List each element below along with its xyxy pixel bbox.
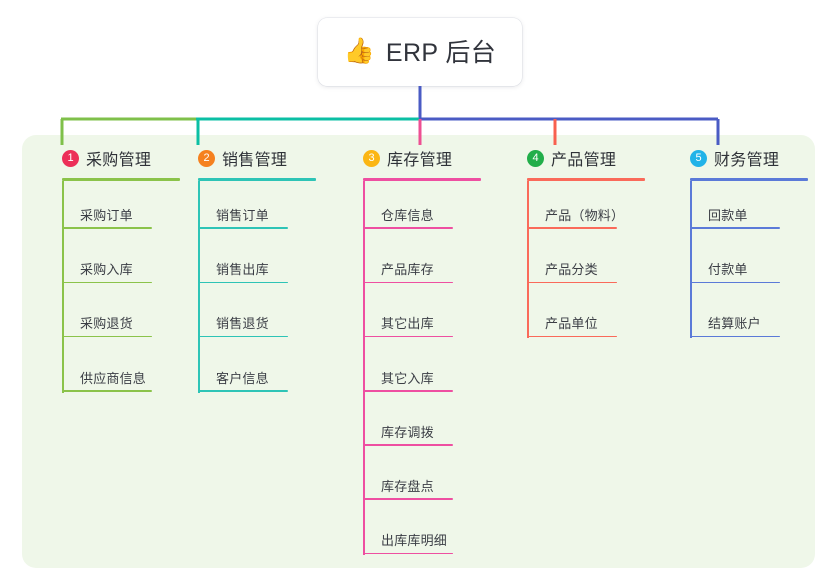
column-title: 产品管理 — [551, 152, 617, 169]
leaf-underline — [690, 335, 780, 338]
leaf-underline — [690, 281, 780, 284]
number-badge-icon: 4 — [527, 149, 544, 167]
column-库存管理: 3 库存管理仓库信息产品库存其它出库其它入库库存调拨库存盘点出库库明细 — [363, 146, 481, 556]
leaf-underline — [363, 444, 453, 446]
leaf-underline — [527, 281, 617, 284]
leaf-label: 结算账户 — [708, 316, 761, 332]
root-node[interactable]: 👍 ERP 后台 — [318, 18, 522, 86]
leaf-label: 其它出库 — [381, 316, 434, 332]
root-node-content: 👍 ERP 后台 — [344, 33, 496, 69]
column-header-underline — [62, 178, 180, 181]
leaf-label: 采购订单 — [80, 208, 133, 223]
number-badge-icon: 1 — [62, 149, 79, 167]
column-财务管理: 5 财务管理回款单付款单结算账户 — [690, 146, 808, 339]
leaf-label: 回款单 — [708, 208, 748, 223]
leaf-label: 供应商信息 — [80, 370, 147, 386]
leaf-underline — [690, 227, 780, 229]
leaf-underline — [363, 498, 453, 500]
leaf-underline — [62, 281, 152, 284]
column-title: 库存管理 — [387, 152, 453, 169]
column-spine — [198, 181, 200, 393]
leaf-label: 采购入库 — [80, 262, 133, 278]
thumbs-up-icon: 👍 — [343, 36, 375, 65]
leaf-label: 其它入库 — [381, 370, 434, 386]
leaf-underline — [198, 227, 288, 229]
leaf-underline — [363, 335, 453, 338]
column-header-4[interactable]: 4 产品管理 — [527, 146, 616, 170]
column-spine — [527, 181, 529, 339]
content-panel — [22, 135, 815, 568]
column-销售管理: 2 销售管理销售订单销售出库销售退货客户信息 — [198, 146, 316, 393]
leaf-underline — [527, 227, 617, 229]
leaf-label: 产品分类 — [545, 262, 598, 278]
number-badge-icon: 3 — [363, 149, 380, 167]
leaf-label: 客户信息 — [216, 370, 269, 386]
leaf-label: 产品（物料） — [545, 208, 625, 223]
leaf-label: 产品单位 — [545, 316, 598, 332]
leaf-label: 库存调拨 — [381, 424, 434, 440]
leaf-label: 销售退货 — [216, 316, 269, 332]
number-badge-icon: 2 — [198, 149, 215, 167]
leaf-label: 采购退货 — [80, 316, 133, 332]
leaf-underline — [198, 390, 288, 392]
leaf-label: 库存盘点 — [381, 479, 434, 494]
column-header-underline — [198, 178, 316, 181]
column-采购管理: 1 采购管理采购订单采购入库采购退货供应商信息 — [62, 146, 180, 393]
column-spine — [363, 181, 365, 556]
column-spine — [62, 181, 64, 393]
column-title: 财务管理 — [714, 152, 780, 169]
leaf-label: 销售订单 — [216, 208, 269, 223]
leaf-underline — [62, 227, 152, 229]
leaf-underline — [363, 552, 453, 555]
column-header-underline — [527, 178, 645, 181]
column-header-1[interactable]: 1 采购管理 — [62, 146, 151, 170]
column-header-2[interactable]: 2 销售管理 — [198, 146, 287, 170]
leaf-underline — [363, 390, 453, 392]
leaf-underline — [198, 281, 288, 284]
number-badge-icon: 5 — [690, 149, 707, 167]
column-spine — [690, 181, 692, 339]
leaf-underline — [62, 390, 152, 392]
column-title: 采购管理 — [86, 152, 152, 169]
leaf-underline — [198, 335, 288, 338]
column-产品管理: 4 产品管理产品（物料） 产品分类产品单位 — [527, 146, 645, 339]
leaf-label: 出库库明细 — [381, 533, 448, 549]
leaf-underline — [62, 335, 152, 338]
column-header-3[interactable]: 3 库存管理 — [363, 146, 452, 170]
column-header-underline — [363, 178, 481, 181]
leaf-label: 仓库信息 — [381, 208, 434, 223]
column-header-5[interactable]: 5 财务管理 — [690, 146, 779, 170]
leaf-underline — [363, 227, 453, 229]
leaf-underline — [527, 335, 617, 338]
leaf-label: 付款单 — [708, 262, 748, 278]
column-header-underline — [690, 178, 808, 181]
root-node-title: ERP 后台 — [385, 39, 497, 67]
leaf-underline — [363, 281, 453, 284]
leaf-label: 销售出库 — [216, 262, 269, 278]
leaf-label: 产品库存 — [381, 262, 434, 278]
column-title: 销售管理 — [222, 152, 288, 169]
